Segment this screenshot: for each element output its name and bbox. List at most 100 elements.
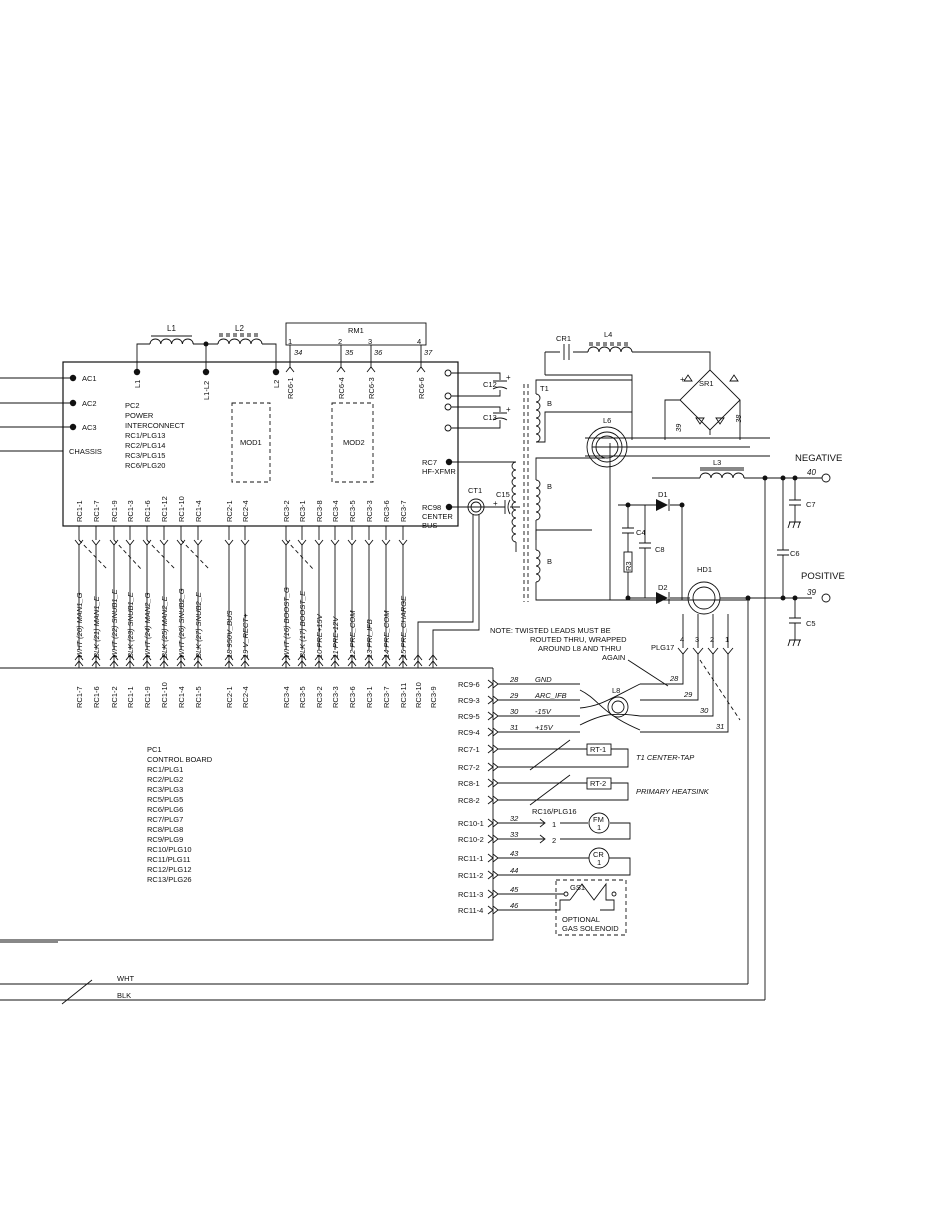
svg-text:1: 1	[552, 820, 556, 829]
pc1-pin-label: RC3-9	[429, 686, 438, 708]
svg-text:BUS: BUS	[422, 521, 437, 530]
rm1-label: RM1	[348, 326, 364, 335]
connector-row: RC7-2	[458, 762, 500, 772]
svg-text:ROUTED THRU, WRAPPED: ROUTED THRU, WRAPPED	[530, 635, 627, 644]
plg17-connector: PLG17 4 3 2 1 28 29 30 31	[640, 614, 741, 733]
pc2-pin-label: RC1-7	[92, 500, 101, 522]
svg-text:RC8/PLG8: RC8/PLG8	[147, 825, 183, 834]
connector-wire: 33	[510, 830, 519, 839]
svg-text:37: 37	[424, 348, 433, 357]
connector-pin: RC8-2	[458, 796, 480, 805]
harness-wire-label: 12 PRE_COM	[348, 610, 357, 658]
power-board-pc2: MOD1 MOD2 AC1 AC2 AC3 CHASSIS PC2 POWER …	[0, 322, 511, 530]
pc2-pin-label: RC3-2	[282, 500, 291, 522]
pc1-pin-label: RC1-4	[177, 686, 186, 708]
pc2-pin-label: RC2-1	[225, 500, 234, 522]
svg-text:RC2/PLG14: RC2/PLG14	[125, 441, 165, 450]
pc1-pin-label: RC1-1	[126, 686, 135, 708]
blk-label: BLK	[117, 991, 131, 1000]
svg-text:28: 28	[669, 674, 679, 683]
pc1-pin-label: RC3-7	[382, 686, 391, 708]
svg-text:RC11/PLG11: RC11/PLG11	[147, 855, 191, 864]
pc1-pin-label: RC3-5	[298, 686, 307, 708]
connector-signal: ARC_IFB	[534, 691, 567, 700]
pc1-pin-label: RC2-4	[241, 686, 250, 708]
svg-text:39: 39	[807, 588, 816, 597]
svg-text:3: 3	[368, 337, 372, 346]
pc2-pin-label: RC3-8	[315, 500, 324, 522]
c7-label: C7	[806, 500, 816, 509]
svg-text:B: B	[547, 557, 552, 566]
svg-text:RC7: RC7	[422, 458, 437, 467]
l1-label: L1	[167, 324, 176, 333]
pc1-pin-label: RC3-11	[399, 683, 408, 708]
svg-text:RC13/PLG26: RC13/PLG26	[147, 875, 192, 884]
c15-label: C15	[496, 490, 510, 499]
pc2-pin-label: RC1-10	[177, 496, 186, 522]
wht-label: WHT	[117, 974, 134, 983]
connector-row: RC10-233	[458, 830, 519, 844]
plg17-label: PLG17	[651, 643, 674, 652]
svg-text:RC12/PLG12: RC12/PLG12	[147, 865, 192, 874]
connector-wire: 32	[510, 814, 519, 823]
pc1-pin-label: RC1-2	[110, 686, 119, 708]
svg-text:OPTIONAL: OPTIONAL	[562, 915, 600, 924]
harness-wire-label: 13 PRI_IFB	[365, 619, 374, 658]
svg-text:HF-XFMR: HF-XFMR	[422, 467, 456, 476]
svg-text:38: 38	[734, 414, 743, 423]
connector-pin: RC11-2	[458, 871, 483, 880]
harness-wire-label: BLK (27) SNUB2_E	[194, 591, 203, 658]
pin-l1-l2: L1-L2	[202, 381, 211, 400]
svg-text:1: 1	[597, 823, 601, 832]
d2-label: D2	[658, 583, 668, 592]
svg-text:PC2: PC2	[125, 401, 140, 410]
harness-wire-label: BLK (23) SNUB1_E	[126, 591, 135, 658]
svg-text:RC3/PLG15: RC3/PLG15	[125, 451, 165, 460]
svg-text:RC3/PLG3: RC3/PLG3	[147, 785, 183, 794]
pc2-pin-label: RC1-4	[194, 500, 203, 522]
c5-label: C5	[806, 619, 816, 628]
svg-text:CR: CR	[593, 850, 604, 859]
ac2-label: AC2	[82, 399, 97, 408]
pc2-pin-label: RC1-9	[110, 500, 119, 522]
t1-label: T1	[540, 384, 549, 393]
connector-signal: GND	[535, 675, 552, 684]
pc2-pin-label: RC1-3	[126, 500, 135, 522]
connector-pin: RC9-5	[458, 712, 480, 721]
harness-wire-label: 18 950V_BUS	[225, 610, 234, 658]
svg-text:CONTROL BOARD: CONTROL BOARD	[147, 755, 213, 764]
connector-pin: RC9-4	[458, 728, 480, 737]
svg-text:RC6/PLG6: RC6/PLG6	[147, 805, 183, 814]
connector-row: RC11-345	[458, 885, 519, 899]
rt2-box: RT-2	[590, 779, 606, 788]
svg-text:4: 4	[417, 337, 421, 346]
svg-text:2: 2	[338, 337, 342, 346]
svg-text:30: 30	[700, 706, 709, 715]
svg-text:RC16/PLG16: RC16/PLG16	[532, 807, 577, 816]
pc2-pin-label: RC1-6	[143, 500, 152, 522]
sr1-label: SR1	[699, 379, 714, 388]
connector-pin: RC9-3	[458, 696, 480, 705]
harness-wire-label: WHT (26) SNUB2_G	[177, 588, 186, 658]
connector-wire: 45	[510, 885, 519, 894]
l3-label: L3	[713, 458, 721, 467]
harness-wire-label: WHT (22) SNUB1_E	[110, 588, 119, 658]
harness-wire-label: 14 PRE_COM	[382, 610, 391, 658]
d1-label: D1	[658, 490, 668, 499]
svg-text:+: +	[493, 499, 498, 508]
svg-text:C13: C13	[483, 413, 497, 422]
chassis-label: CHASSIS	[69, 447, 102, 456]
connector-wire: 31	[510, 723, 518, 732]
connector-wire: 29	[509, 691, 519, 700]
pc1-pin-label: RC3-4	[282, 686, 291, 708]
mod1-label: MOD1	[240, 438, 262, 447]
svg-text:2: 2	[710, 635, 714, 644]
pc2-pin-label: RC3-1	[298, 500, 307, 522]
pc1-pin-label: RC1-7	[75, 686, 84, 708]
cr1-label: CR1	[556, 334, 571, 343]
rt1-label: T1 CENTER-TAP	[636, 753, 694, 762]
